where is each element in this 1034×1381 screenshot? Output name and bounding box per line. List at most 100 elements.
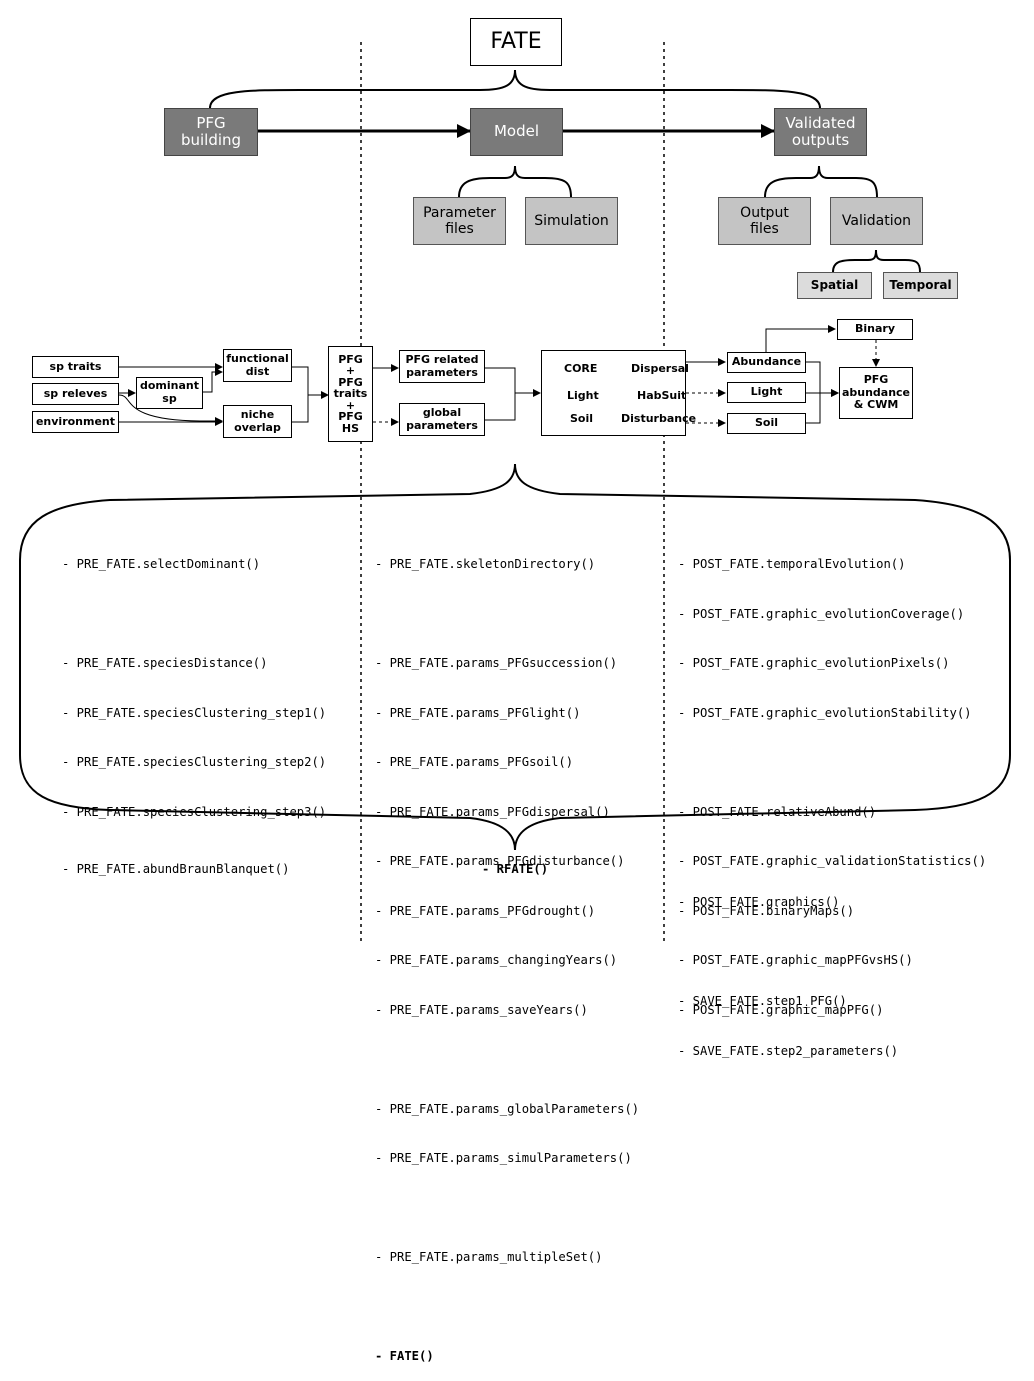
- parameter-files-box: Parameter files: [413, 197, 506, 245]
- function-item: [375, 1051, 639, 1068]
- function-item: - PRE_FATE.speciesDistance(): [62, 656, 268, 670]
- niche-overlap-label: niche overlap: [234, 407, 281, 434]
- fate-function-item: - FATE(): [375, 1349, 434, 1363]
- pfg-abundance-cwm-box: PFG abundance & CWM: [839, 367, 913, 419]
- diagram-connectors: [19, 42, 1011, 945]
- niche-overlap-box: niche overlap: [223, 405, 292, 438]
- binary-box: Binary: [837, 319, 913, 340]
- function-item: - PRE_FATE.params_PFGdisturbance(): [375, 854, 625, 868]
- function-item: - POST_FATE.graphic_evolutionPixels(): [678, 656, 950, 670]
- function-item: - POST_FATE.graphic_validationStatistics…: [678, 854, 987, 868]
- bottom-post-function-list: - POST_FATE.graphics() - SAVE_FATE.step1…: [678, 861, 898, 1076]
- model-function-list: - PRE_FATE.skeletonDirectory() - PRE_FAT…: [375, 523, 639, 1381]
- dominant-sp-box: dominant sp: [136, 377, 203, 409]
- pfg-related-parameters-box: PFG related parameters: [399, 350, 485, 383]
- function-item: - PRE_FATE.params_PFGlight(): [375, 705, 581, 720]
- spatial-box: Spatial: [797, 272, 872, 299]
- function-item: - PRE_FATE.params_globalParameters(): [375, 1101, 640, 1116]
- function-item: [375, 606, 639, 623]
- validation-box: Validation: [830, 197, 923, 245]
- sp-traits-box: sp traits: [32, 356, 119, 378]
- core-label: CORE: [564, 362, 598, 375]
- environment-label: environment: [35, 414, 116, 428]
- model-box: Model: [470, 108, 563, 156]
- soil-label: Soil: [570, 412, 594, 425]
- pre-fate-function-list: - PRE_FATE.selectDominant() - PRE_FATE.s…: [62, 523, 326, 837]
- function-item: - PRE_FATE.params_PFGsoil(): [375, 755, 574, 769]
- core-box: [541, 350, 686, 436]
- brace-fate: [209, 69, 821, 109]
- bottom-rfate-function: - RFATE(): [482, 862, 549, 876]
- output-files-box: Output files: [718, 197, 811, 245]
- dispersal-label: Dispersal: [631, 362, 689, 375]
- pfg-building-label: PFG building: [180, 113, 242, 149]
- function-item: - SAVE_FATE.step1_PFG(): [678, 994, 847, 1008]
- function-item: - PRE_FATE.speciesClustering_step3(): [62, 804, 327, 819]
- function-item: - PRE_FATE.params_PFGsuccession(): [375, 656, 618, 670]
- function-item: - POST_FATE.binaryMaps(): [678, 903, 855, 918]
- fate-title: FATE: [470, 18, 562, 66]
- function-item: [62, 606, 326, 623]
- dominant-sp-label: dominant sp: [139, 379, 199, 405]
- light-label: Light: [567, 389, 599, 402]
- soil-output-box: Soil: [727, 413, 806, 434]
- light-output-label: Light: [750, 385, 783, 399]
- habsuit-label: HabSuit: [637, 389, 687, 402]
- sp-releves-label: sp releves: [43, 386, 108, 400]
- parameter-files-label: Parameter files: [423, 204, 496, 237]
- function-item: - POST_FATE.temporalEvolution(): [678, 557, 906, 571]
- function-item: [678, 944, 898, 961]
- sp-releves-box: sp releves: [32, 383, 119, 405]
- function-item: - POST_FATE.graphic_evolutionStability(): [678, 705, 972, 720]
- function-item: - POST_FATE.graphic_evolutionCoverage(): [678, 606, 965, 621]
- validation-label: Validation: [841, 212, 912, 229]
- brace-validation: [832, 249, 921, 273]
- function-item: - POST_FATE.relativeAbund(): [678, 804, 877, 819]
- brace-model: [458, 165, 572, 198]
- function-item: - PRE_FATE.speciesClustering_step1(): [62, 705, 327, 720]
- function-item: - PRE_FATE.params_saveYears(): [375, 1002, 588, 1017]
- output-files-label: Output files: [740, 204, 789, 237]
- environment-box: environment: [32, 411, 119, 433]
- pfg-stack-box: PFG + PFG traits + PFG HS: [328, 346, 373, 442]
- function-item: [678, 754, 986, 771]
- brace-outputs: [764, 165, 878, 198]
- sp-traits-label: sp traits: [49, 359, 102, 373]
- validated-outputs-label: Validated outputs: [785, 113, 856, 149]
- function-item: - PRE_FATE.selectDominant(): [62, 557, 261, 571]
- function-item: - PRE_FATE.speciesClustering_step2(): [62, 755, 327, 769]
- temporal-label: Temporal: [889, 277, 952, 292]
- function-item: - PRE_FATE.params_simulParameters(): [375, 1151, 632, 1165]
- pfg-related-parameters-label: PFG related parameters: [405, 352, 479, 379]
- global-parameters-box: global parameters: [399, 403, 485, 436]
- soil-output-label: Soil: [754, 416, 779, 430]
- function-item: [375, 1299, 639, 1316]
- simulation-box: Simulation: [525, 197, 618, 245]
- abundance-output-box: Abundance: [727, 352, 806, 373]
- temporal-box: Temporal: [883, 272, 958, 299]
- abundance-output-label: Abundance: [731, 355, 802, 369]
- pfg-abundance-cwm-label: PFG abundance & CWM: [841, 373, 911, 412]
- pfg-stack-label: PFG + PFG traits + PFG HS: [333, 352, 368, 435]
- binary-label: Binary: [854, 322, 895, 336]
- model-label: Model: [493, 122, 540, 141]
- function-item: - PRE_FATE.params_changingYears(): [375, 953, 618, 967]
- function-bracket: [19, 463, 1011, 851]
- disturbance-label: Disturbance: [621, 412, 697, 425]
- function-item: - PRE_FATE.params_PFGdispersal(): [375, 804, 610, 819]
- function-item: [375, 1200, 639, 1217]
- function-item: - PRE_FATE.params_multipleSet(): [375, 1250, 603, 1264]
- functional-dist-box: functional dist: [223, 349, 292, 382]
- spatial-label: Spatial: [810, 277, 859, 292]
- validated-outputs-box: Validated outputs: [774, 108, 867, 156]
- light-output-box: Light: [727, 382, 806, 403]
- pfg-building-box: PFG building: [164, 108, 258, 156]
- simulation-label: Simulation: [534, 212, 609, 229]
- bottom-pre-function: - PRE_FATE.abundBraunBlanquet(): [62, 862, 290, 876]
- function-item: - PRE_FATE.skeletonDirectory(): [375, 557, 596, 571]
- function-item: - POST_FATE.graphics(): [678, 895, 840, 909]
- function-item: - SAVE_FATE.step2_parameters(): [678, 1043, 899, 1058]
- function-item: - PRE_FATE.params_PFGdrought(): [375, 903, 596, 918]
- global-parameters-label: global parameters: [406, 405, 478, 432]
- functional-dist-label: functional dist: [226, 351, 289, 378]
